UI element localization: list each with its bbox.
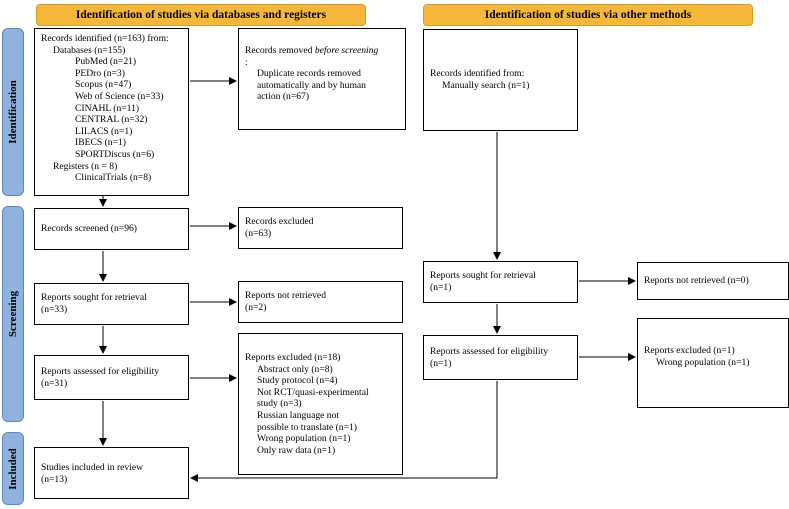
exclusion-reason: Wrong population (n=1) [257,433,351,445]
database-item: SPORTDiscus (n=6) [75,148,155,160]
records-identified-title: Records identified (n=163) from: [41,33,169,44]
exclusion-reason: Abstract only (n=8) [257,363,333,375]
database-item: Web of Science (n=33) [75,90,164,102]
exclusion-reason: Russian language not [257,409,340,421]
arrow-other-assessed-to-included [190,381,498,482]
database-item: PubMed (n=21) [75,56,137,68]
reports-sought-text: Reports sought for retrieval [41,292,147,303]
database-item: LILACS (n=1) [75,125,133,137]
records-removed-prefix: Records removed [245,45,315,56]
phase-included: Included [2,432,24,505]
other-reports-not-retrieved-box: Reports not retrieved (n=0) [637,262,789,300]
other-records-identified-title: Records identified from: [430,68,525,79]
header-databases: Identification of studies via databases … [36,4,366,26]
registers-label: Registers (n = 8) [53,160,118,172]
databases-label: Databases (n=155) [53,44,126,56]
records-excluded-box: Records excluded (n=63) [238,207,403,249]
reports-excluded-box: Reports excluded (n=18) Abstract only (n… [238,333,403,475]
other-reports-assessed-box: Reports assessed for eligibility (n=1) [423,335,578,380]
records-excluded-text: Records excluded [245,216,314,227]
studies-included-box: Studies included in review (n=13) [34,447,189,499]
other-reports-assessed-count: (n=1) [430,357,452,369]
records-removed-detail: automatically and by human [257,79,366,91]
exclusion-reason: Not RCT/quasi-experimental [257,386,369,398]
exclusion-reason: possible to translate (n=1) [257,421,357,433]
records-removed-detail: Duplicate records removed [257,68,361,80]
records-identified-box: Records identified (n=163) from: Databas… [34,28,189,196]
header-other-methods: Identification of studies via other meth… [423,4,753,26]
records-removed-detail: action (n=67) [257,91,310,103]
reports-sought-count: (n=33) [41,303,68,315]
database-item: Scopus (n=47) [75,79,132,91]
exclusion-reason: study (n=3) [257,398,302,410]
phase-identification: Identification [2,28,24,196]
records-removed-suffix: : [245,56,248,68]
records-excluded-count: (n=63) [245,227,272,239]
other-reports-assessed-text: Reports assessed for eligibility [430,346,549,357]
reports-assessed-box: Reports assessed for eligibility (n=31) [34,355,189,400]
records-screened-box: Records screened (n=96) [34,208,189,250]
records-removed-emph: before screening [314,45,379,56]
records-removed-title: Records removed before screening [245,45,399,57]
reports-assessed-text: Reports assessed for eligibility [41,366,160,377]
records-screened-text: Records screened (n=96) [41,223,137,234]
other-records-identified-box: Records identified from: Manually search… [423,29,578,131]
other-reports-excluded-box: Reports excluded (n=1) Wrong population … [637,318,789,408]
exclusion-reason: Only raw data (n=1) [257,444,336,456]
exclusion-reason: Study protocol (n=4) [257,375,338,387]
reports-not-retrieved-box: Reports not retrieved (n=2) [238,281,403,323]
database-item: CENTRAL (n=32) [75,114,148,126]
database-item: IBECS (n=1) [75,137,126,149]
reports-not-retrieved-count: (n=2) [245,301,267,313]
register-item: ClinicalTrials (n=8) [75,172,152,184]
reports-not-retrieved-text: Reports not retrieved [245,290,326,301]
other-reports-excluded-title: Reports excluded (n=1) [644,345,735,356]
other-records-identified-item: Manually search (n=1) [442,79,530,91]
reports-excluded-title: Reports excluded (n=18) [245,352,341,363]
studies-included-count: (n=13) [41,473,68,485]
reports-sought-box: Reports sought for retrieval (n=33) [34,283,189,325]
phase-screening: Screening [2,206,24,422]
database-item: CINAHL (n=11) [75,102,140,114]
other-reports-sought-count: (n=1) [430,281,452,293]
other-reports-sought-text: Reports sought for retrieval [430,270,536,281]
other-exclusion-reason: Wrong population (n=1) [656,356,750,368]
records-removed-box: Records removed before screening : Dupli… [238,28,406,130]
other-reports-sought-box: Reports sought for retrieval (n=1) [423,261,578,303]
studies-included-text: Studies included in review [41,462,144,473]
reports-assessed-count: (n=31) [41,377,68,389]
other-reports-not-retrieved-text: Reports not retrieved (n=0) [644,275,749,286]
database-item: PEDro (n=3) [75,67,125,79]
